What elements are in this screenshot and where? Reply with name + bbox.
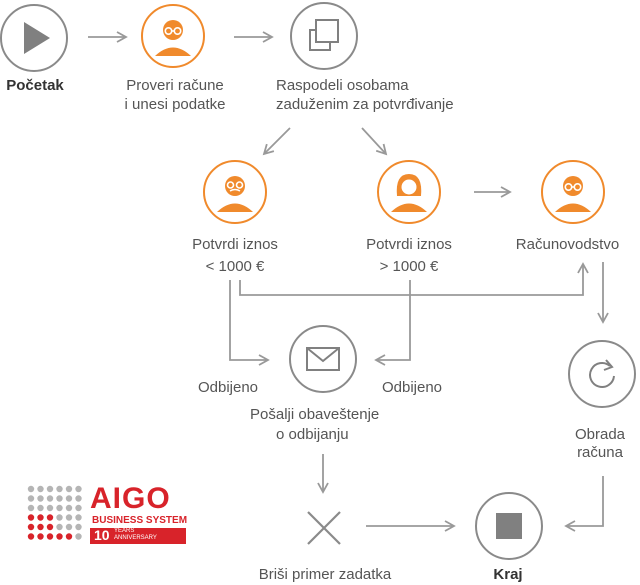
rejected-left-label: Odbijeno [197, 379, 259, 396]
copy-icon [309, 19, 339, 51]
logo-dot [37, 523, 44, 531]
delete-label: Briši primer zadatka [258, 566, 392, 583]
process-node[interactable] [568, 340, 636, 408]
logo-dot [75, 514, 82, 521]
logo-dot [46, 495, 54, 502]
logo-name: AIGO [90, 482, 171, 515]
notify-label-line2: o odbijanju [276, 426, 349, 443]
assign-label-line2: zaduženim za potvrđivanje [276, 96, 454, 113]
user-woman-icon [391, 174, 427, 212]
logo-dot [56, 504, 63, 512]
logo-dot [27, 514, 35, 521]
logo-dot [65, 523, 73, 531]
logo-dot [65, 504, 73, 512]
logo-dot [75, 495, 82, 502]
approve-low-label-line1: Potvrdi iznos [192, 236, 278, 253]
process-label-line1: Obrada [574, 426, 626, 443]
approve-low-node[interactable] [203, 160, 267, 224]
logo-dot [27, 504, 35, 512]
arrow-process-end [564, 476, 604, 532]
logo-dot [46, 504, 54, 512]
arrow-high-notify [374, 280, 411, 366]
approve-high-label-line1: Potvrdi iznos [366, 236, 452, 253]
logo-dot [56, 485, 63, 493]
approve-high-node[interactable] [377, 160, 441, 224]
logo-dot [27, 495, 35, 502]
logo-badge-text2: ANNIVERSARY [114, 535, 157, 541]
logo-dot [56, 495, 63, 502]
assign-label-line1: Raspodeli osobama [276, 77, 409, 94]
logo-dot-grid-icon [27, 485, 82, 540]
logo-badge: 10 YEARS ANNIVERSARY [90, 527, 186, 544]
logo-dot [37, 495, 44, 502]
logo-dot [37, 514, 44, 521]
logo-dot [27, 485, 35, 493]
notify-label-line1: Pošalji obaveštenje [250, 406, 380, 423]
arrow-assign-high [361, 127, 388, 156]
logo-dot [56, 533, 63, 540]
approve-low-label-line2: < 1000 € [205, 258, 265, 275]
play-icon [24, 22, 50, 54]
logo-dot [56, 514, 63, 521]
start-label: Početak [6, 77, 64, 94]
logo-dot [65, 514, 73, 521]
logo-dot [27, 523, 35, 531]
logo-dot [65, 495, 73, 502]
end-label: Kraj [493, 566, 523, 583]
approve-high-label-line2: > 1000 € [379, 258, 439, 275]
aigo-logo: AIGO BUSINESS SYSTEM 10 YEARS ANNIVERSAR… [26, 482, 196, 546]
logo-dot [75, 523, 82, 531]
check-label-line1: Proveri račune [126, 77, 224, 94]
user-glasses-icon [155, 20, 191, 56]
logo-dot [75, 533, 82, 540]
logo-subtitle: BUSINESS SYSTEM [92, 515, 188, 526]
close-icon[interactable] [302, 506, 346, 550]
arrow-low-accounting [239, 262, 589, 296]
stop-icon [496, 513, 522, 539]
logo-dot [65, 533, 73, 540]
process-label-line2: računa [577, 444, 623, 461]
logo-dot [46, 485, 54, 493]
logo-badge-number: 10 [94, 527, 110, 543]
envelope-icon [306, 347, 340, 371]
start-node[interactable] [0, 4, 68, 72]
logo-dot [46, 514, 54, 521]
logo-dot [37, 485, 44, 493]
logo-dot [65, 485, 73, 493]
accounting-label: Računovodstvo [515, 236, 620, 253]
logo-dot [46, 533, 54, 540]
accounting-node[interactable] [541, 160, 605, 224]
logo-badge-text1: YEARS [114, 528, 135, 534]
arrow-assign-low [262, 127, 291, 156]
user-mustache-icon [217, 176, 253, 212]
arrow-low-notify [229, 280, 270, 366]
logo-dot [27, 533, 35, 540]
end-node[interactable] [475, 492, 543, 560]
notify-node[interactable] [289, 325, 357, 393]
assign-node[interactable] [290, 2, 358, 70]
check-label-line2: i unesi podatke [124, 96, 226, 113]
logo-dot [75, 485, 82, 493]
logo-dot [37, 533, 44, 540]
logo-dot [75, 504, 82, 512]
logo-dot [56, 523, 63, 531]
rejected-right-label: Odbijeno [381, 379, 443, 396]
user-glasses-icon [555, 176, 591, 212]
logo-dot [37, 504, 44, 512]
refresh-icon [589, 359, 615, 388]
logo-dot [46, 523, 54, 531]
check-node[interactable] [141, 4, 205, 68]
